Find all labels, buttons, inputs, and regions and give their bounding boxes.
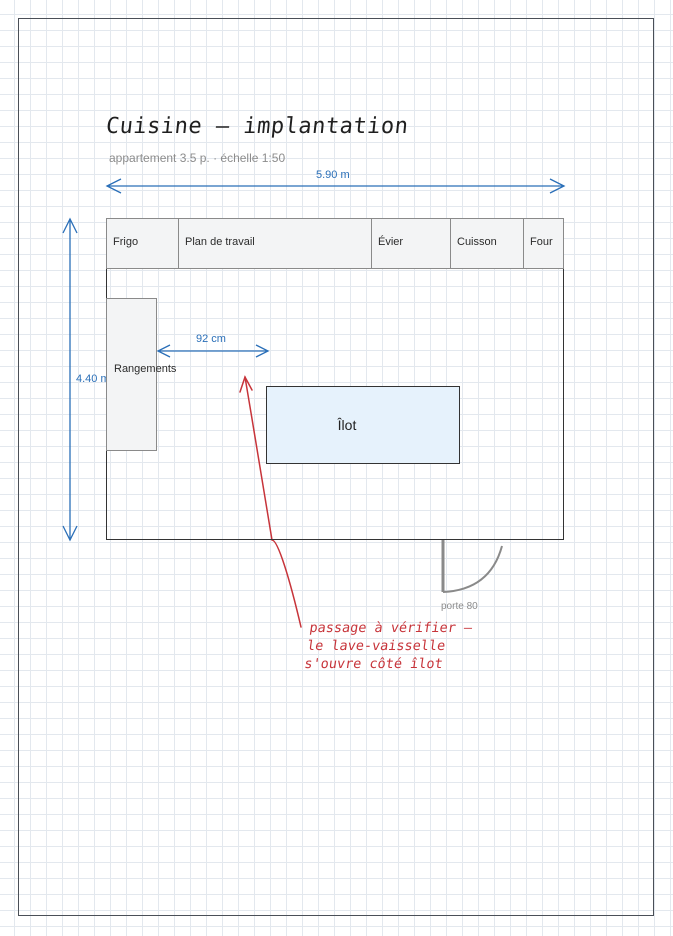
door-label: porte 80: [441, 601, 478, 612]
cooktop-label: Cuisson: [457, 236, 497, 248]
oven-cabinet[interactable]: Four: [523, 218, 564, 269]
worktop-label: Plan de travail: [185, 236, 255, 248]
oven-label: Four: [530, 236, 553, 248]
drawing-sheet: [18, 18, 654, 916]
sink-cabinet[interactable]: Évier: [371, 218, 451, 269]
annotation-line: le lave-vaisselle: [305, 638, 447, 654]
handwritten-annotation: passage à vérifier — le lave-vaisselle s…: [303, 619, 501, 673]
depth-dimension-label: 4.40 m: [76, 373, 110, 385]
annotation-line: passage à vérifier —: [308, 620, 474, 636]
annotation-line: s'ouvre côté îlot: [303, 656, 444, 672]
island-label: Îlot: [337, 417, 357, 433]
passage-dimension-label: 92 cm: [196, 333, 226, 345]
fridge-label: Frigo: [113, 236, 139, 248]
storage-cabinet[interactable]: [106, 298, 157, 451]
kitchen-island[interactable]: [266, 386, 460, 464]
worktop-cabinet[interactable]: Plan de travail: [178, 218, 372, 269]
sink-label: Évier: [378, 236, 404, 248]
width-dimension-label: 5.90 m: [316, 169, 350, 181]
page-title: Cuisine — implantation: [104, 114, 410, 139]
page-subtitle: appartement 3.5 p. · échelle 1:50: [109, 151, 286, 165]
storage-label: Rangements: [114, 363, 177, 375]
fridge-cabinet[interactable]: Frigo: [106, 218, 180, 269]
cooktop-cabinet[interactable]: Cuisson: [450, 218, 524, 269]
